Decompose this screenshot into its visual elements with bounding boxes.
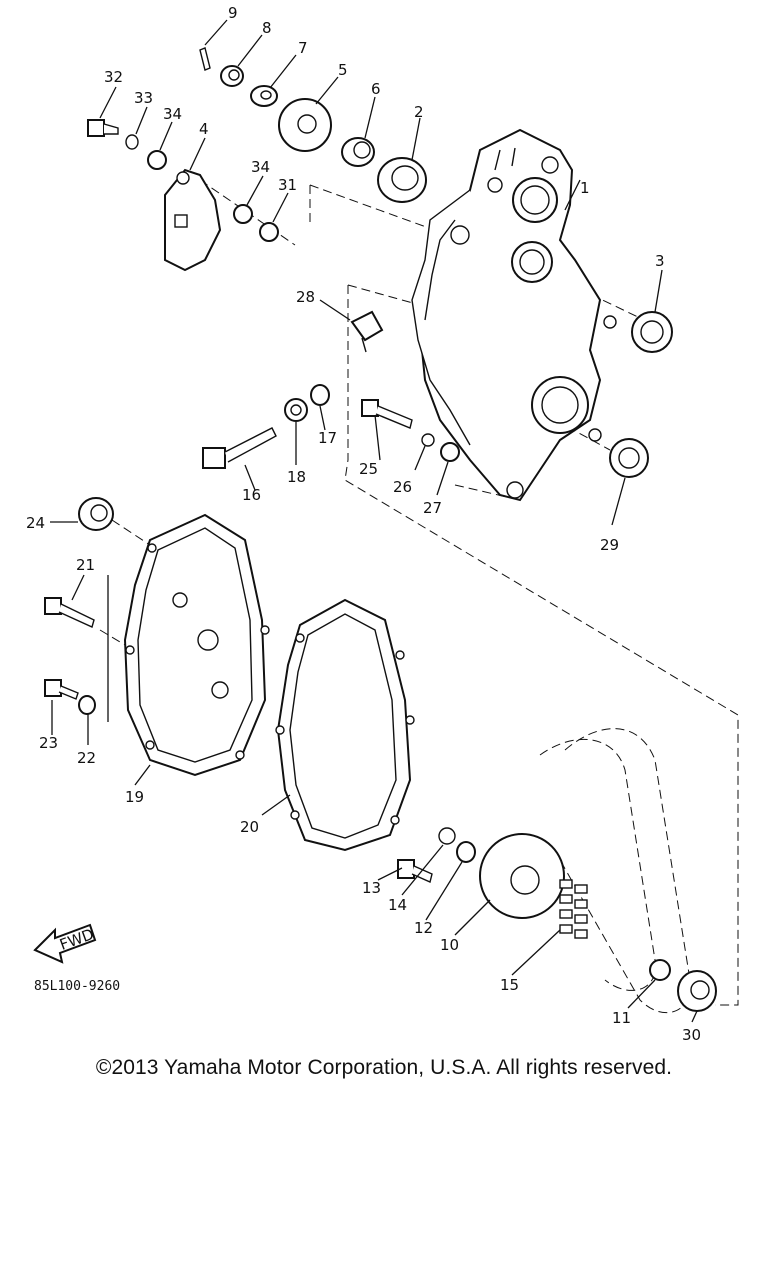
callout-28: 28 bbox=[296, 288, 315, 306]
callout-16: 16 bbox=[242, 486, 261, 504]
parts bbox=[44, 47, 717, 1012]
callout-17: 17 bbox=[318, 429, 337, 447]
callout-1: 1 bbox=[580, 179, 590, 197]
diagram-code: 85L100-9260 bbox=[34, 979, 120, 994]
chain-links bbox=[559, 879, 588, 939]
chaincase-cover bbox=[123, 513, 270, 777]
callout-29: 29 bbox=[600, 536, 619, 554]
callout-14: 14 bbox=[388, 896, 407, 914]
callout-3: 3 bbox=[655, 252, 665, 270]
callout-19: 19 bbox=[125, 788, 144, 806]
callout-2: 2 bbox=[414, 103, 424, 121]
callout-10: 10 bbox=[440, 936, 459, 954]
callout-24: 24 bbox=[26, 514, 45, 532]
callout-18: 18 bbox=[287, 468, 306, 486]
drive-chain-loop bbox=[539, 728, 691, 1013]
callout-11: 11 bbox=[612, 1009, 631, 1027]
leader-lines bbox=[50, 19, 698, 1023]
callout-4: 4 bbox=[199, 120, 209, 138]
copyright-notice: ©2013 Yamaha Motor Corporation, U.S.A. A… bbox=[95, 1056, 673, 1079]
exploded-parts-diagram: FWD 85L100-9260 1 2 3 4 5 6 7 8 9 10 11 … bbox=[26, 4, 739, 1040]
callout-15: 15 bbox=[500, 976, 519, 994]
callout-32: 32 bbox=[104, 68, 123, 86]
callout-12: 12 bbox=[414, 919, 433, 937]
callout-8: 8 bbox=[262, 19, 272, 37]
callout-34: 34 bbox=[163, 105, 182, 123]
callout-22: 22 bbox=[77, 749, 96, 767]
callout-21: 21 bbox=[76, 556, 95, 574]
callout-33: 33 bbox=[134, 89, 153, 107]
callout-25: 25 bbox=[359, 460, 378, 478]
callout-30: 30 bbox=[682, 1026, 701, 1040]
callout-labels: 1 2 3 4 5 6 7 8 9 10 11 12 13 14 15 16 1… bbox=[26, 4, 701, 1040]
callout-26: 26 bbox=[393, 478, 412, 496]
fwd-label: FWD bbox=[57, 925, 96, 954]
callout-34-second: 34 bbox=[251, 158, 270, 176]
chaincase-gasket bbox=[275, 598, 415, 852]
callout-13: 13 bbox=[362, 879, 381, 897]
callout-7: 7 bbox=[298, 39, 308, 57]
callout-6: 6 bbox=[371, 80, 381, 98]
fwd-arrow: FWD bbox=[33, 923, 97, 964]
callout-20: 20 bbox=[240, 818, 259, 836]
callout-9: 9 bbox=[228, 4, 238, 22]
callout-27: 27 bbox=[423, 499, 442, 517]
chaincase-housing bbox=[411, 128, 617, 502]
callout-31: 31 bbox=[278, 176, 297, 194]
callout-23: 23 bbox=[39, 734, 58, 752]
callout-5: 5 bbox=[338, 61, 348, 79]
